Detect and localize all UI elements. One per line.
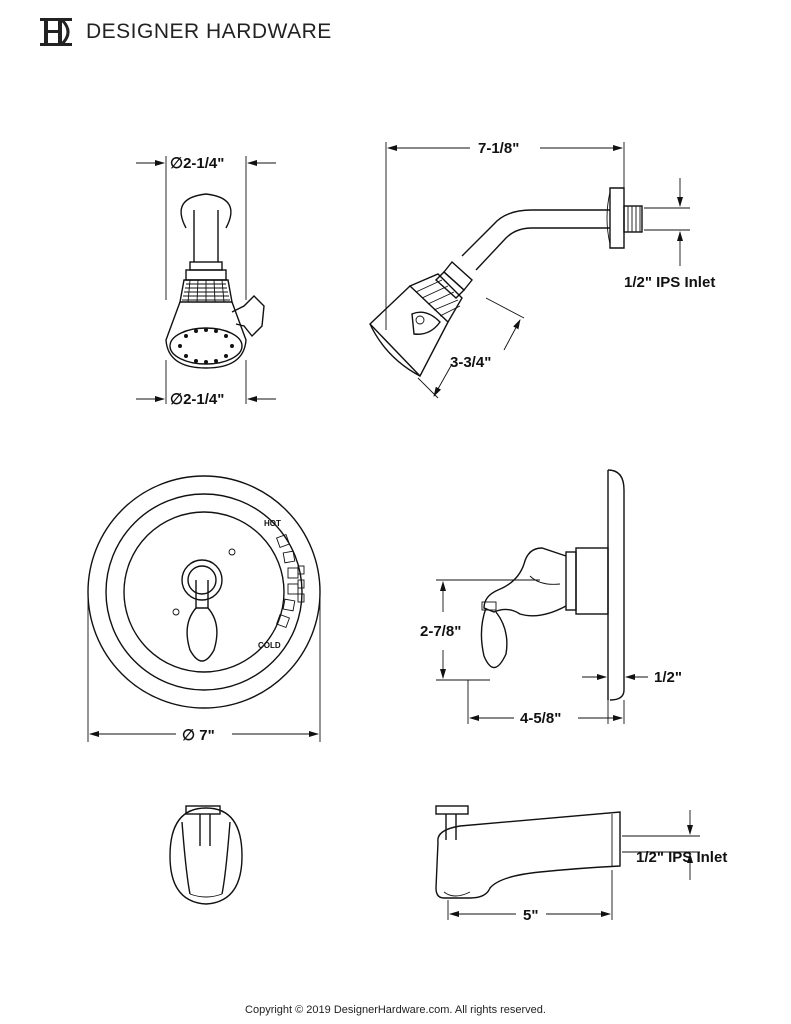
- brand-name: DESIGNER HARDWARE: [86, 20, 332, 43]
- head-top-diameter-label: ∅2-1/4": [170, 155, 224, 172]
- shower-head-front-view: ∅2-1/4" ∅2-1/4": [136, 155, 276, 408]
- plate-depth-label: 1/2": [654, 669, 682, 686]
- copyright-footer: Copyright © 2019 DesignerHardware.com. A…: [245, 1004, 546, 1016]
- valve-front-view: HOT COLD ∅ 7": [87, 475, 321, 744]
- spout-length-label: 5": [523, 907, 538, 924]
- valve-projection-label: 4-5/8": [520, 710, 561, 727]
- valve-diameter-label: ∅ 7": [182, 727, 215, 744]
- spout-front-view: [169, 805, 243, 905]
- arm-length-label: 7-1/8": [478, 140, 519, 157]
- shower-arm-side-view: 7-1/8" 1/2" IPS Inlet 3-3/4": [369, 140, 715, 399]
- hot-label: HOT: [264, 519, 281, 528]
- head-length-label: 3-3/4": [450, 354, 491, 371]
- arm-inlet-label: 1/2" IPS Inlet: [624, 274, 715, 291]
- valve-height-label: 2-7/8": [420, 623, 461, 640]
- head-bottom-diameter-label: ∅2-1/4": [170, 391, 224, 408]
- spout-inlet-label: 1/2" IPS Inlet: [636, 849, 727, 866]
- cold-label: COLD: [258, 641, 281, 650]
- dh-monogram-icon: [40, 18, 72, 46]
- valve-side-view: 2-7/8" 1/2" 4-5/8": [420, 469, 682, 727]
- header: DESIGNER HARDWARE: [36, 14, 332, 50]
- spout-side-view: 1/2" IPS Inlet 5": [435, 805, 727, 924]
